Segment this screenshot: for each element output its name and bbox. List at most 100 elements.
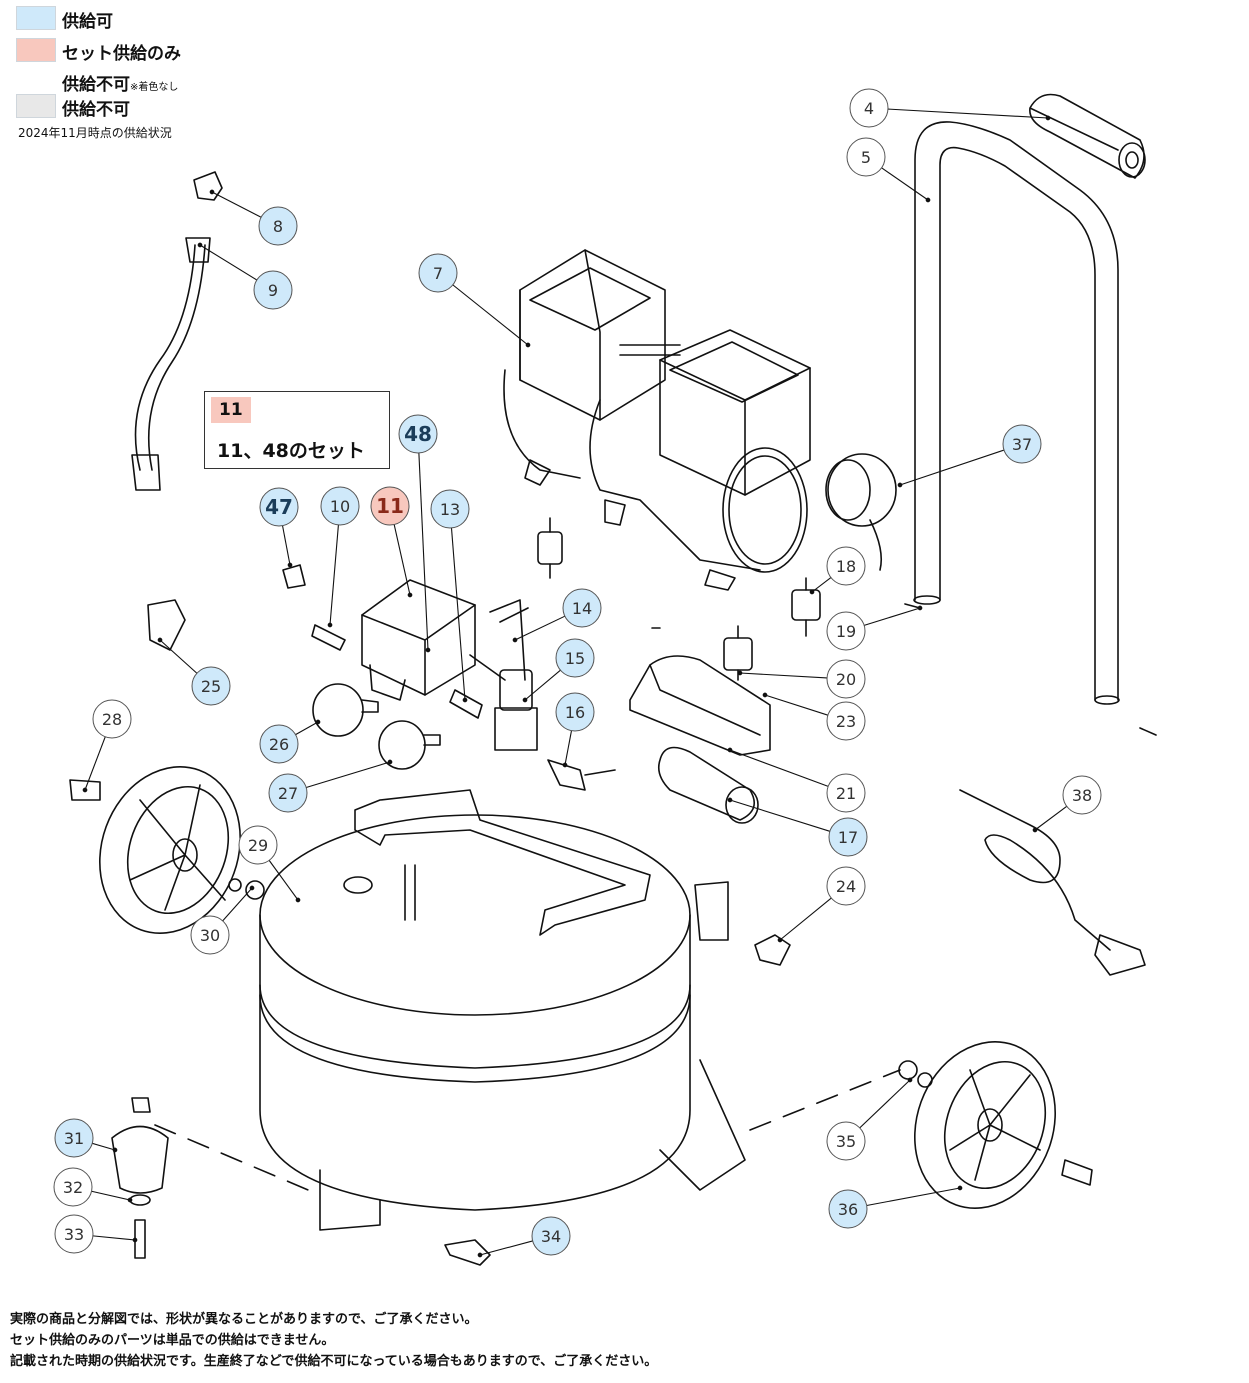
balloon-circle — [555, 692, 595, 732]
balloon-circle — [191, 666, 231, 706]
part-number-label: 13 — [440, 500, 460, 519]
leader-line-14 — [514, 615, 566, 641]
part-number-label: 19 — [836, 622, 856, 641]
leader-dot-23 — [762, 692, 768, 698]
part-number-label: 33 — [64, 1225, 84, 1244]
balloon-circle — [826, 546, 866, 586]
part-number-label: 37 — [1012, 435, 1032, 454]
leader-line-18 — [811, 577, 832, 593]
leader-dot-26 — [315, 719, 321, 725]
part-balloon-9: 9 — [253, 270, 293, 310]
leader-dot-31 — [112, 1147, 118, 1153]
footer-line: セット供給のみのパーツは単品での供給はできません。 — [10, 1333, 335, 1348]
leader-dot-36 — [957, 1185, 963, 1191]
leader-dot-8 — [209, 189, 215, 195]
part-number-label: 27 — [278, 784, 298, 803]
balloon-circle — [320, 486, 360, 526]
part-number-label: 23 — [836, 712, 856, 731]
leader-line-9 — [199, 244, 258, 281]
part-balloon-47: 47 — [259, 487, 299, 527]
leader-lines — [82, 108, 1068, 1258]
part-balloon-37: 37 — [1002, 424, 1042, 464]
balloon-circle — [1062, 775, 1102, 815]
part-balloon-11: 11 — [370, 486, 410, 526]
grip-drawing — [1029, 93, 1146, 179]
leader-line-29 — [268, 860, 299, 901]
balloon-circle — [826, 1121, 866, 1161]
leader-dot-34 — [477, 1252, 483, 1258]
part-number-label: 48 — [404, 422, 432, 446]
leader-line-11 — [393, 524, 411, 596]
part-balloon-16: 16 — [555, 692, 595, 732]
leader-line-33 — [92, 1235, 136, 1241]
part-number-label: 7 — [433, 264, 443, 283]
leader-line-19 — [863, 607, 921, 626]
part-number-label: 4 — [864, 99, 874, 118]
leader-dot-25 — [157, 637, 163, 643]
leader-line-26 — [295, 721, 319, 736]
leader-dot-7 — [525, 342, 531, 348]
regulator-drawing — [469, 599, 616, 791]
leader-dot-4 — [1045, 115, 1051, 121]
balloon-circle — [555, 638, 595, 678]
capacitor-drawing — [629, 655, 771, 824]
leader-dot-32 — [127, 1197, 133, 1203]
leader-line-24 — [779, 897, 832, 941]
leader-line-32 — [91, 1190, 131, 1201]
leader-dot-19 — [917, 605, 923, 611]
power-cord-drawing — [959, 789, 1146, 976]
hose-drawing — [131, 171, 223, 491]
part-number-label: 21 — [836, 784, 856, 803]
part-balloon-18: 18 — [826, 546, 866, 586]
leader-line-15 — [524, 669, 561, 701]
part-number-label: 28 — [102, 710, 122, 729]
balloon-circle — [54, 1118, 94, 1158]
leader-dot-5 — [925, 197, 931, 203]
part-balloon-26: 26 — [259, 724, 299, 764]
leader-line-36 — [866, 1187, 961, 1207]
leader-dot-47 — [287, 562, 293, 568]
leader-dot-20 — [737, 670, 743, 676]
part-number-label: 34 — [541, 1227, 561, 1246]
balloon-circle — [238, 825, 278, 865]
leader-line-10 — [329, 524, 339, 626]
part-number-label: 35 — [836, 1132, 856, 1151]
part-number-label: 10 — [330, 497, 350, 516]
balloon-circle — [826, 659, 866, 699]
legend-label: 供給不可 — [62, 75, 130, 95]
part-balloon-35: 35 — [826, 1121, 866, 1161]
leader-line-4 — [887, 108, 1049, 119]
balloon-circle — [562, 588, 602, 628]
legend-note: ※着色なし — [130, 82, 179, 93]
part-balloon-33: 33 — [54, 1214, 94, 1254]
part-balloon-48: 48 — [398, 414, 438, 454]
part-number-label: 8 — [273, 217, 283, 236]
part-number-label: 18 — [836, 557, 856, 576]
part-number-label: 5 — [861, 148, 871, 167]
leader-dot-35 — [907, 1077, 913, 1083]
part-number-label: 11 — [376, 494, 404, 518]
leader-dot-13 — [462, 697, 468, 703]
legend-label-group: 供給不可※着色なし — [62, 70, 178, 95]
part-number-label: 30 — [200, 926, 220, 945]
part-balloon-23: 23 — [826, 701, 866, 741]
balloon-circle — [268, 773, 308, 813]
balloon-circle — [531, 1216, 571, 1256]
part-number-label: 25 — [201, 677, 221, 696]
balloon-circle — [259, 487, 299, 527]
part-balloon-13: 13 — [430, 489, 470, 529]
legend-label: 供給不可 — [62, 100, 130, 120]
leader-dot-24 — [777, 937, 783, 943]
set-part-number: 11 — [211, 397, 251, 423]
part-number-label: 14 — [572, 599, 592, 618]
balloon-circle — [430, 489, 470, 529]
legend-swatch — [16, 94, 56, 118]
balloon-circle — [826, 773, 866, 813]
tank-drawing — [259, 789, 746, 1231]
leader-line-28 — [84, 736, 106, 791]
part-balloon-17: 17 — [828, 817, 868, 857]
leader-dot-33 — [132, 1237, 138, 1243]
part-balloon-30: 30 — [190, 915, 230, 955]
part-number-label: 36 — [838, 1200, 858, 1219]
